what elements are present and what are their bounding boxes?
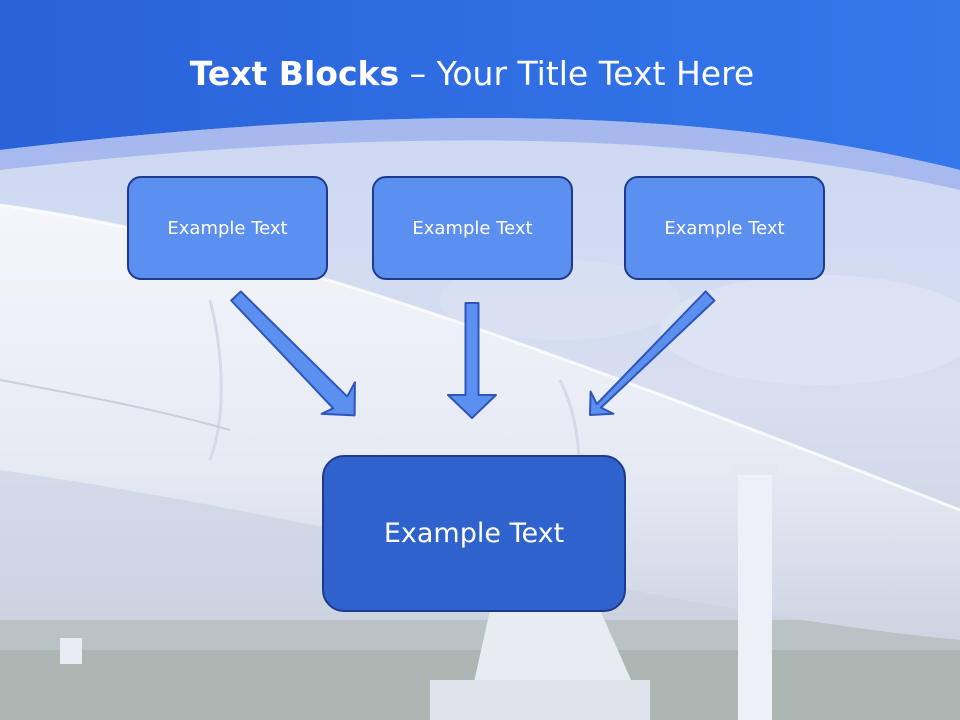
text-block-right[interactable]: Example Text <box>624 176 825 280</box>
title-rest: Your Title Text Here <box>436 54 755 93</box>
title-separator: – <box>399 54 437 93</box>
text-block-right-label: Example Text <box>664 217 785 239</box>
text-block-middle[interactable]: Example Text <box>372 176 573 280</box>
text-block-middle-label: Example Text <box>412 217 533 239</box>
text-block-center[interactable]: Example Text <box>322 455 626 612</box>
text-block-left[interactable]: Example Text <box>127 176 328 280</box>
title-bold-part: Text Blocks <box>189 54 400 93</box>
text-block-center-label: Example Text <box>383 518 565 549</box>
slide-title: Text Blocks – Your Title Text Here <box>0 52 944 96</box>
text-block-left-label: Example Text <box>167 217 288 239</box>
